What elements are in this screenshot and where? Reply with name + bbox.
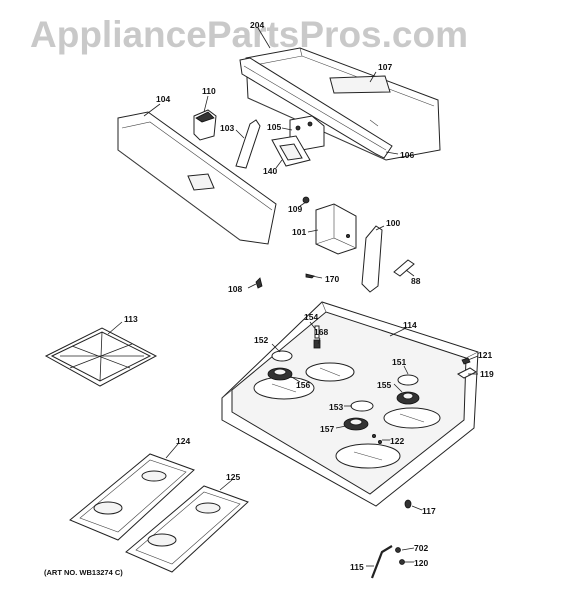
label-702: 702 bbox=[414, 543, 428, 553]
part-bracket[interactable] bbox=[235, 119, 261, 169]
part-screw-109[interactable] bbox=[302, 196, 310, 204]
label-120: 120 bbox=[414, 558, 428, 568]
label-117: 117 bbox=[422, 506, 436, 516]
label-156: 156 bbox=[296, 380, 310, 390]
label-109: 109 bbox=[288, 204, 302, 214]
part-tube-115[interactable] bbox=[370, 545, 393, 579]
part-burner-head-155[interactable] bbox=[396, 391, 420, 405]
label-155: 155 bbox=[377, 380, 391, 390]
label-100: 100 bbox=[386, 218, 400, 228]
part-drip-pan-125[interactable] bbox=[125, 485, 249, 573]
label-125: 125 bbox=[226, 472, 240, 482]
part-overlay[interactable] bbox=[271, 135, 311, 167]
label-124: 124 bbox=[176, 436, 190, 446]
part-spark-154[interactable] bbox=[314, 325, 320, 339]
part-screw-108[interactable] bbox=[255, 277, 263, 289]
label-151: 151 bbox=[392, 357, 406, 367]
label-113: 113 bbox=[124, 314, 138, 324]
label-152: 152 bbox=[254, 335, 268, 345]
part-screw-170[interactable] bbox=[305, 273, 315, 279]
label-119: 119 bbox=[480, 369, 494, 379]
label-88: 88 bbox=[411, 276, 421, 286]
part-cooktop[interactable] bbox=[221, 301, 479, 507]
label-108: 108 bbox=[228, 284, 242, 294]
part-switch[interactable] bbox=[193, 109, 217, 141]
part-orifice-702[interactable] bbox=[395, 547, 401, 553]
label-106: 106 bbox=[400, 150, 414, 160]
part-burner-head-156[interactable] bbox=[267, 367, 293, 381]
art-number: (ART NO. WB13274 C) bbox=[44, 568, 123, 577]
part-burner-box[interactable] bbox=[315, 203, 357, 255]
part-burner-cap-152[interactable] bbox=[271, 350, 293, 362]
label-140: 140 bbox=[263, 166, 277, 176]
part-screw-121[interactable] bbox=[461, 357, 471, 365]
part-drip-pan-124[interactable] bbox=[69, 453, 195, 541]
label-105: 105 bbox=[267, 122, 281, 132]
part-bracket-119[interactable] bbox=[457, 367, 477, 379]
label-157: 157 bbox=[320, 424, 334, 434]
label-110: 110 bbox=[202, 86, 216, 96]
label-104: 104 bbox=[156, 94, 170, 104]
part-screws-122[interactable] bbox=[371, 433, 382, 444]
label-115: 115 bbox=[350, 562, 364, 572]
part-labels: 204 107 110 104 103 105 106 140 109 100 … bbox=[124, 20, 494, 572]
watermark-logo: AppliancePartsPros.com bbox=[30, 14, 468, 55]
part-screw-120[interactable] bbox=[399, 559, 405, 565]
label-107: 107 bbox=[378, 62, 392, 72]
label-114: 114 bbox=[403, 320, 417, 330]
part-burner-head-157[interactable] bbox=[343, 417, 369, 431]
label-168: 168 bbox=[314, 327, 328, 337]
label-153: 153 bbox=[329, 402, 343, 412]
label-170: 170 bbox=[325, 274, 339, 284]
label-122: 122 bbox=[390, 436, 404, 446]
part-screw-117[interactable] bbox=[404, 499, 412, 509]
part-burner-cap-151[interactable] bbox=[397, 374, 419, 386]
part-control-panel[interactable] bbox=[239, 57, 393, 159]
part-grate[interactable] bbox=[44, 327, 158, 387]
label-154: 154 bbox=[304, 312, 318, 322]
part-orifice-168[interactable] bbox=[313, 339, 321, 349]
part-burner-cap-153[interactable] bbox=[350, 400, 374, 412]
label-121: 121 bbox=[478, 350, 492, 360]
label-204: 204 bbox=[250, 20, 264, 30]
label-101: 101 bbox=[292, 227, 306, 237]
leader-lines bbox=[107, 27, 479, 567]
part-manifold-panel[interactable] bbox=[117, 111, 277, 245]
part-side-trim[interactable] bbox=[361, 225, 383, 293]
label-103: 103 bbox=[220, 123, 234, 133]
part-insert-88[interactable] bbox=[393, 259, 415, 277]
